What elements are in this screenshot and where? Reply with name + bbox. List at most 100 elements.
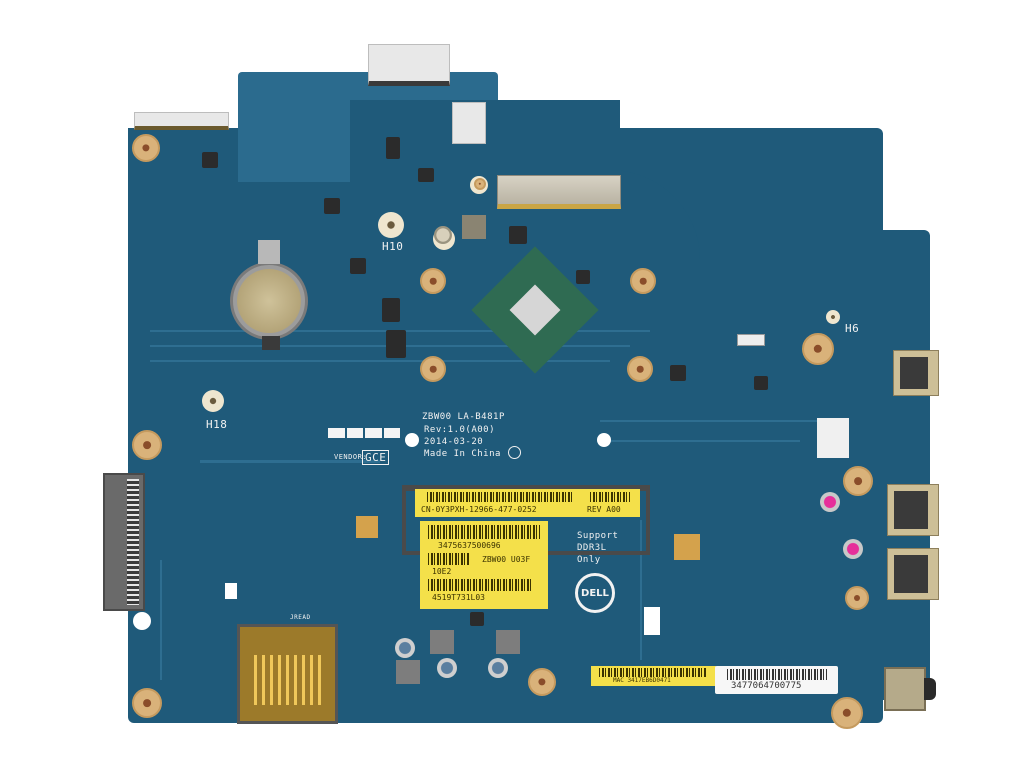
mount-label-h6: H6 (845, 322, 860, 335)
barcode (428, 525, 540, 539)
battery-holder-top (258, 240, 280, 264)
standoff-h18 (202, 390, 224, 412)
ic-chip (509, 226, 527, 244)
capacitor (488, 658, 508, 678)
capacitor-pink (820, 492, 840, 512)
revision-text: Rev:1.0(A00) (424, 425, 496, 435)
capacitor-pink (843, 539, 863, 559)
barcode (727, 669, 827, 680)
serial-sticker: 3477064700775 (715, 666, 838, 694)
inductor (430, 630, 454, 654)
card-connector-right (817, 418, 849, 458)
barcode (428, 579, 533, 591)
ic-chip (754, 376, 768, 390)
usb-port-1 (887, 484, 939, 536)
rtc-battery (230, 262, 308, 340)
white-pad (133, 612, 151, 630)
white-pad (644, 607, 660, 635)
mounting-hole (845, 586, 869, 610)
ic-chip (418, 168, 434, 182)
white-pad (597, 433, 611, 447)
vendor-checkbox (383, 428, 400, 438)
trace (640, 520, 642, 660)
sodimm-part-number: CN-0Y3PXH-12966-477-0252 (421, 505, 537, 514)
barcode (590, 492, 630, 502)
fpc-connector (737, 334, 765, 346)
pb-free-icon (508, 446, 521, 459)
ic-chip (202, 152, 218, 168)
mounting-hole (132, 688, 162, 718)
capacitor (434, 226, 452, 244)
memory-note-ddr3l: DDR3L (577, 543, 607, 553)
lcd-connector (134, 112, 229, 130)
date-text: 2014-03-20 (424, 437, 484, 447)
mac-text: MAC 3417EB6D0471 (613, 677, 671, 684)
mounting-hole (420, 268, 446, 294)
dell-logo: DELL (575, 573, 615, 613)
inductor (462, 215, 486, 239)
vendor-label: VENDOR: (334, 453, 368, 461)
ic-chip (324, 198, 340, 214)
memory-note-only: Only (577, 555, 601, 565)
capacitor (437, 658, 457, 678)
power-connector (368, 44, 450, 86)
ic-chip (670, 365, 686, 381)
sata-connector (103, 473, 145, 611)
mounting-hole (528, 668, 556, 696)
mounting-hole (132, 134, 160, 162)
gold-pad (674, 534, 700, 560)
standoff-h10 (378, 212, 404, 238)
audio-jack-barrel (924, 678, 936, 700)
trace (200, 460, 380, 463)
main-sticker: 3475637500696 ZBW00 U03F 10E2 4519T731L0… (420, 521, 548, 609)
main-model: ZBW00 U03F (482, 555, 531, 564)
mounting-hole (420, 356, 446, 382)
trace (600, 440, 800, 442)
board-id-text: ZBW00 LA-B481P (422, 412, 505, 422)
audio-jack (884, 667, 926, 711)
ic-chip (576, 270, 590, 284)
barcode (428, 553, 470, 565)
ic-chip (350, 258, 366, 274)
dell-logo-text: DELL (581, 587, 609, 599)
battery-holder-bottom (262, 336, 280, 350)
vendor-checkbox (346, 428, 363, 438)
trace (600, 420, 820, 422)
ic-chip (470, 612, 484, 626)
sd-card-reader (237, 624, 338, 724)
main-code: 10E2 (432, 567, 452, 576)
trace (150, 360, 610, 362)
dc-jack-connector (452, 102, 486, 144)
standoff-right (826, 310, 840, 324)
main-serial: 3475637500696 (438, 541, 501, 550)
vendor-checkbox-row (328, 428, 400, 438)
barcode (427, 492, 572, 502)
vendor-checkbox (365, 428, 382, 438)
white-pad (225, 583, 237, 599)
coin-cell (237, 269, 301, 333)
vendor-code: GCE (362, 450, 390, 465)
white-pad (405, 433, 419, 447)
barcode (599, 668, 707, 677)
trace (160, 560, 162, 680)
sodimm-revision: REV A00 (587, 505, 621, 514)
mounting-hole (831, 697, 863, 729)
mount-label-h18: H18 (206, 418, 228, 431)
memory-note-support: Support (577, 531, 619, 541)
ic-chip (386, 137, 400, 159)
sata-pins (127, 479, 139, 605)
ic-chip (382, 298, 400, 322)
mounting-hole (627, 356, 653, 382)
capacitor (395, 638, 415, 658)
inductor (496, 630, 520, 654)
mount-label-h10: H10 (382, 240, 404, 253)
mounting-hole (802, 333, 834, 365)
mounting-hole (132, 430, 162, 460)
serial-sticker-text: 3477064700775 (731, 681, 802, 691)
mounting-hole (474, 178, 486, 190)
ic-chip (386, 330, 406, 358)
msata-slot (497, 175, 621, 209)
gold-pad (356, 516, 378, 538)
mounting-hole (843, 466, 873, 496)
sd-reader-contacts (254, 655, 322, 705)
